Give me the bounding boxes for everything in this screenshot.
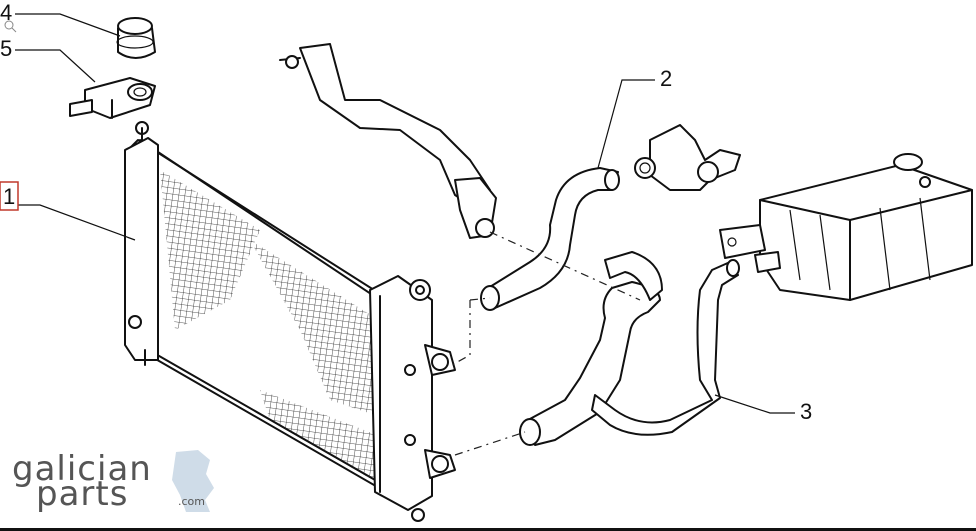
- zoom-icon[interactable]: [4, 20, 17, 33]
- lower-hose-part[interactable]: [519, 251, 740, 446]
- temperature-sensor-part[interactable]: [69, 77, 156, 119]
- filler-cap-part[interactable]: [116, 17, 156, 59]
- thermostat-housing-part[interactable]: [634, 124, 741, 191]
- callout-3[interactable]: 3: [800, 399, 812, 424]
- callout-1[interactable]: 1: [3, 184, 15, 209]
- leader-lines: [15, 13, 795, 414]
- expansion-tank-part[interactable]: [719, 153, 973, 301]
- logo-line-2: parts: [36, 474, 128, 514]
- logo-suffix: .com: [178, 495, 205, 508]
- coolant-pipe-assembly[interactable]: [279, 43, 497, 239]
- callout-2[interactable]: 2: [660, 66, 672, 91]
- callout-1-highlight-box: [0, 181, 19, 211]
- galicianparts-logo: galician parts .com: [12, 449, 214, 514]
- galicia-map-icon: [172, 450, 214, 512]
- callout-5[interactable]: 5: [0, 36, 12, 61]
- upper-hose-part[interactable]: [480, 167, 620, 311]
- radiator-part[interactable]: [124, 121, 456, 522]
- alignment-lines: [451, 231, 641, 456]
- callout-4[interactable]: 4: [0, 0, 12, 25]
- logo-line-1: galician: [12, 449, 152, 489]
- bottom-border: [0, 528, 976, 531]
